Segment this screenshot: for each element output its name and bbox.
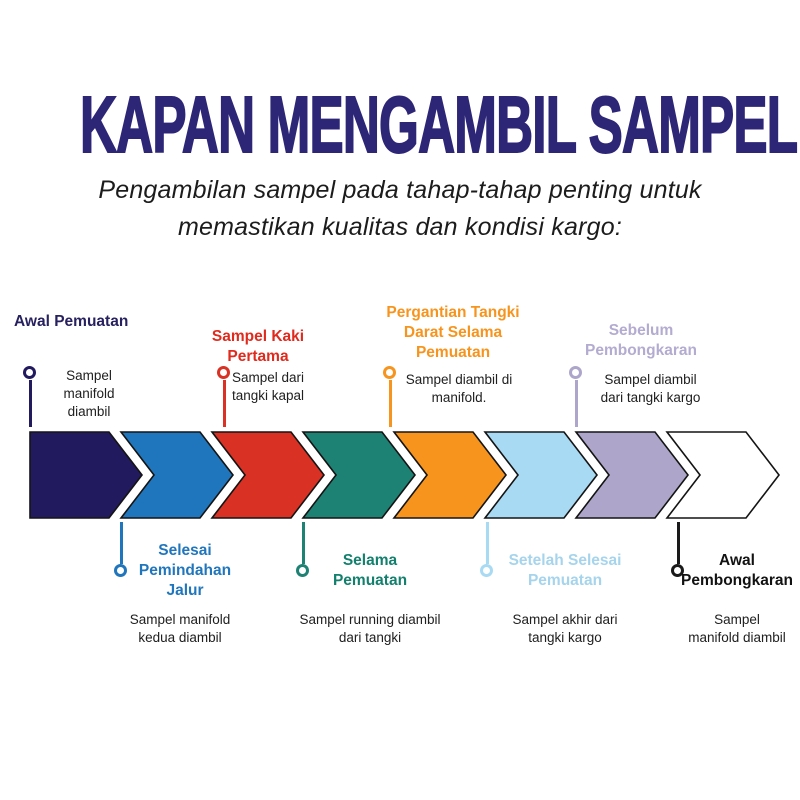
- stage-3-description: Sampel dari tangki kapal: [231, 370, 305, 403]
- stage-5-marker-dot: [383, 366, 396, 379]
- stage-3-marker-line: [223, 380, 226, 427]
- stage-8-label: Awal Pembongkaran: [681, 552, 793, 589]
- stage-6-description: Sampel akhir dari tangki kargo: [512, 612, 618, 645]
- arrow-stage-3: [210, 431, 326, 519]
- stage-2-marker-dot: [114, 564, 127, 577]
- arrow-stage-2: [119, 431, 235, 519]
- arrow-stage-7: [574, 431, 690, 519]
- page-title: KAPAN MENGAMBIL SAMPEL: [79, 78, 798, 170]
- arrow-stage-1: [29, 431, 144, 519]
- stage-7-label: Sebelum Pembongkaran: [585, 322, 697, 359]
- stage-6-marker-line: [486, 522, 489, 564]
- arrow-stage-5: [392, 431, 508, 519]
- stage-8-marker-dot: [671, 564, 684, 577]
- stage-4-label: Selama Pemuatan: [332, 552, 408, 589]
- stage-2-marker-line: [120, 522, 123, 564]
- stage-1-marker-line: [29, 380, 32, 427]
- stage-5-description: Sampel diambil di manifold.: [405, 372, 513, 405]
- stage-1-label: Awal Pemuatan: [14, 313, 129, 330]
- stage-3-label: Sampel Kaki Pertama: [211, 328, 305, 365]
- stage-6-marker-dot: [480, 564, 493, 577]
- stage-5-label: Pergantian Tangki Darat Selama Pemuatan: [386, 304, 520, 361]
- stage-4-description: Sampel running diambil dari tangki: [299, 612, 441, 645]
- stage-8-description: Sampel manifold diambil: [688, 612, 786, 645]
- stage-8-marker-line: [677, 522, 680, 564]
- stage-2-description: Sampel manifold kedua diambil: [129, 612, 231, 645]
- stage-1-marker-dot: [23, 366, 36, 379]
- stage-1-description: Sampel manifold diambil: [63, 368, 115, 419]
- stage-4-marker-line: [302, 522, 305, 564]
- stage-3-marker-dot: [217, 366, 230, 379]
- process-arrow-strip: [29, 431, 781, 519]
- stage-7-marker-dot: [569, 366, 582, 379]
- page-subtitle: Pengambilan sampel pada tahap-tahap pent…: [98, 176, 702, 241]
- stage-5-marker-line: [389, 380, 392, 427]
- stage-7-description: Sampel diambil dari tangki kargo: [600, 372, 701, 405]
- stage-4-marker-dot: [296, 564, 309, 577]
- arrow-stage-6: [483, 431, 599, 519]
- stage-6-label: Setelah Selesai Pemuatan: [508, 552, 622, 589]
- stage-2-label: Selesai Pemindahan Jalur: [138, 542, 232, 599]
- stage-7-marker-line: [575, 380, 578, 427]
- arrow-stage-8: [665, 431, 781, 519]
- arrow-stage-4: [301, 431, 417, 519]
